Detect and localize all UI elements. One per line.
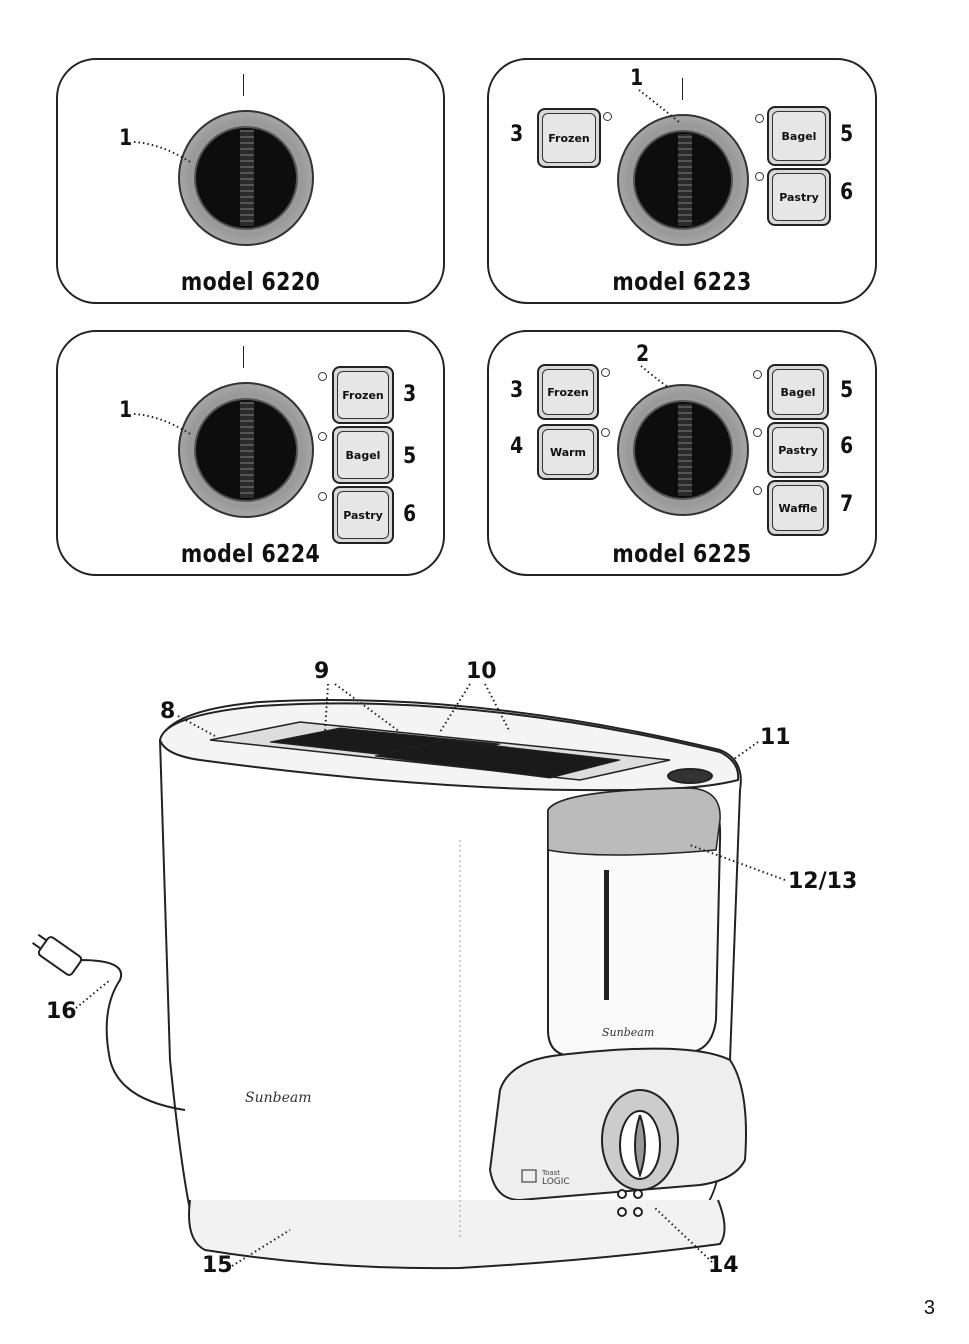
pastry-button-label: Pastry: [337, 491, 389, 539]
leader-16: [76, 980, 110, 1008]
frozen-button[interactable]: Frozen: [537, 108, 601, 168]
page-number: 3: [924, 1297, 935, 1320]
frozen-indicator-light: [601, 368, 610, 377]
callout-pastry: 6: [840, 436, 853, 458]
brand-logo-side: Sunbeam: [245, 1090, 312, 1106]
bagel-button-label: Bagel: [772, 111, 826, 161]
dial-knob: [194, 398, 298, 502]
frozen-indicator-light: [603, 112, 612, 121]
bagel-button[interactable]: Bagel: [767, 364, 829, 420]
base-led-2: [634, 1190, 642, 1198]
logo-line2: LOGIC: [542, 1177, 570, 1187]
lever-tip: [668, 769, 712, 783]
model-label: model 6223: [524, 267, 841, 296]
waffle-button[interactable]: Waffle: [767, 480, 829, 536]
logo-line1: Toast: [541, 1169, 560, 1177]
callout-16: 16: [46, 999, 77, 1024]
callout-9: 9: [314, 659, 329, 684]
frozen-button[interactable]: Frozen: [537, 364, 599, 420]
bagel-button[interactable]: Bagel: [332, 426, 394, 484]
pastry-indicator-light: [755, 172, 764, 181]
bagel-button-label: Bagel: [772, 369, 824, 415]
callout-dial: 1: [630, 68, 643, 90]
callout-dial: 1: [119, 128, 132, 150]
callout-dial: 2: [636, 344, 649, 366]
dial-grip: [240, 402, 254, 498]
browning-dial: [178, 382, 314, 518]
dial-knob: [633, 400, 733, 500]
callout-12-13: 12/13: [788, 869, 857, 894]
brand-logo-window: Sunbeam: [602, 1026, 654, 1039]
base-led-1: [618, 1190, 626, 1198]
warm-indicator-light: [601, 428, 610, 437]
pastry-button[interactable]: Pastry: [767, 168, 831, 226]
dial-grip: [678, 134, 692, 226]
bagel-indicator-light: [753, 370, 762, 379]
frozen-indicator-light: [318, 372, 327, 381]
bagel-button-label: Bagel: [337, 431, 389, 479]
pastry-indicator-light: [753, 428, 762, 437]
callout-11: 11: [760, 725, 791, 750]
callout-dial: 1: [119, 400, 132, 422]
callout-pastry: 6: [403, 504, 416, 526]
callout-leader: [639, 364, 679, 394]
dial-knob: [633, 130, 733, 230]
warm-button-label: Warm: [542, 429, 594, 475]
model-label: model 6220: [93, 267, 409, 296]
waffle-button-label: Waffle: [772, 485, 824, 531]
toaster-illustration: 8 9 10 11 12/13 14 15 16 Sunbeam Sunbeam…: [0, 640, 969, 1280]
callout-warm: 4: [510, 436, 523, 458]
callout-bagel: 5: [840, 380, 853, 402]
callout-15: 15: [202, 1253, 233, 1278]
pastry-button[interactable]: Pastry: [767, 422, 829, 478]
callout-bagel: 5: [403, 446, 416, 468]
panel-model-6225: 2 Frozen 3 Warm 4 Bagel 5 Pastry 6 Waffl…: [487, 330, 877, 576]
browning-dial: [617, 384, 749, 516]
model-label: model 6225: [524, 539, 841, 568]
dial-tick: [243, 74, 244, 96]
callout-pastry: 6: [840, 182, 853, 204]
bagel-indicator-light: [318, 432, 327, 441]
callout-frozen: 3: [403, 384, 416, 406]
waffle-indicator-light: [753, 486, 762, 495]
frozen-button[interactable]: Frozen: [332, 366, 394, 424]
pastry-button[interactable]: Pastry: [332, 486, 394, 544]
browning-dial: [178, 110, 314, 246]
browning-dial: [617, 114, 749, 246]
callout-leader: [637, 88, 687, 128]
lever-slot: [604, 870, 609, 1000]
power-plug: [29, 930, 83, 977]
dial-tick: [243, 346, 244, 368]
dial-knob: [194, 126, 298, 230]
callout-leader: [132, 138, 202, 168]
panel-model-6223: 1 Frozen 3 Bagel 5 Pastry 6 model 6223: [487, 58, 877, 304]
pastry-indicator-light: [318, 492, 327, 501]
toaster-base: [189, 1200, 725, 1268]
callout-leader: [132, 410, 202, 440]
pastry-button-label: Pastry: [772, 427, 824, 473]
panel-model-6224: 1 Frozen 3 Bagel 5 Pastry 6 model 6224: [56, 330, 445, 576]
bagel-indicator-light: [755, 114, 764, 123]
frozen-button-label: Frozen: [337, 371, 389, 419]
control-dial-grip: [635, 1115, 645, 1175]
panel-model-6220: 1 model 6220: [56, 58, 445, 304]
callout-waffle: 7: [840, 494, 853, 516]
base-led-3: [618, 1208, 626, 1216]
callout-14: 14: [708, 1253, 739, 1278]
model-label: model 6224: [93, 539, 409, 568]
bagel-button[interactable]: Bagel: [767, 106, 831, 166]
window-band: [548, 788, 720, 855]
dial-grip: [678, 404, 692, 496]
dial-grip: [240, 130, 254, 226]
frozen-button-label: Frozen: [542, 369, 594, 415]
base-led-4: [634, 1208, 642, 1216]
warm-button[interactable]: Warm: [537, 424, 599, 480]
pastry-button-label: Pastry: [772, 173, 826, 221]
callout-frozen: 3: [510, 380, 523, 402]
frozen-button-label: Frozen: [542, 113, 596, 163]
callout-10: 10: [466, 659, 497, 684]
callout-bagel: 5: [840, 124, 853, 146]
callout-8: 8: [160, 699, 175, 724]
callout-frozen: 3: [510, 124, 523, 146]
